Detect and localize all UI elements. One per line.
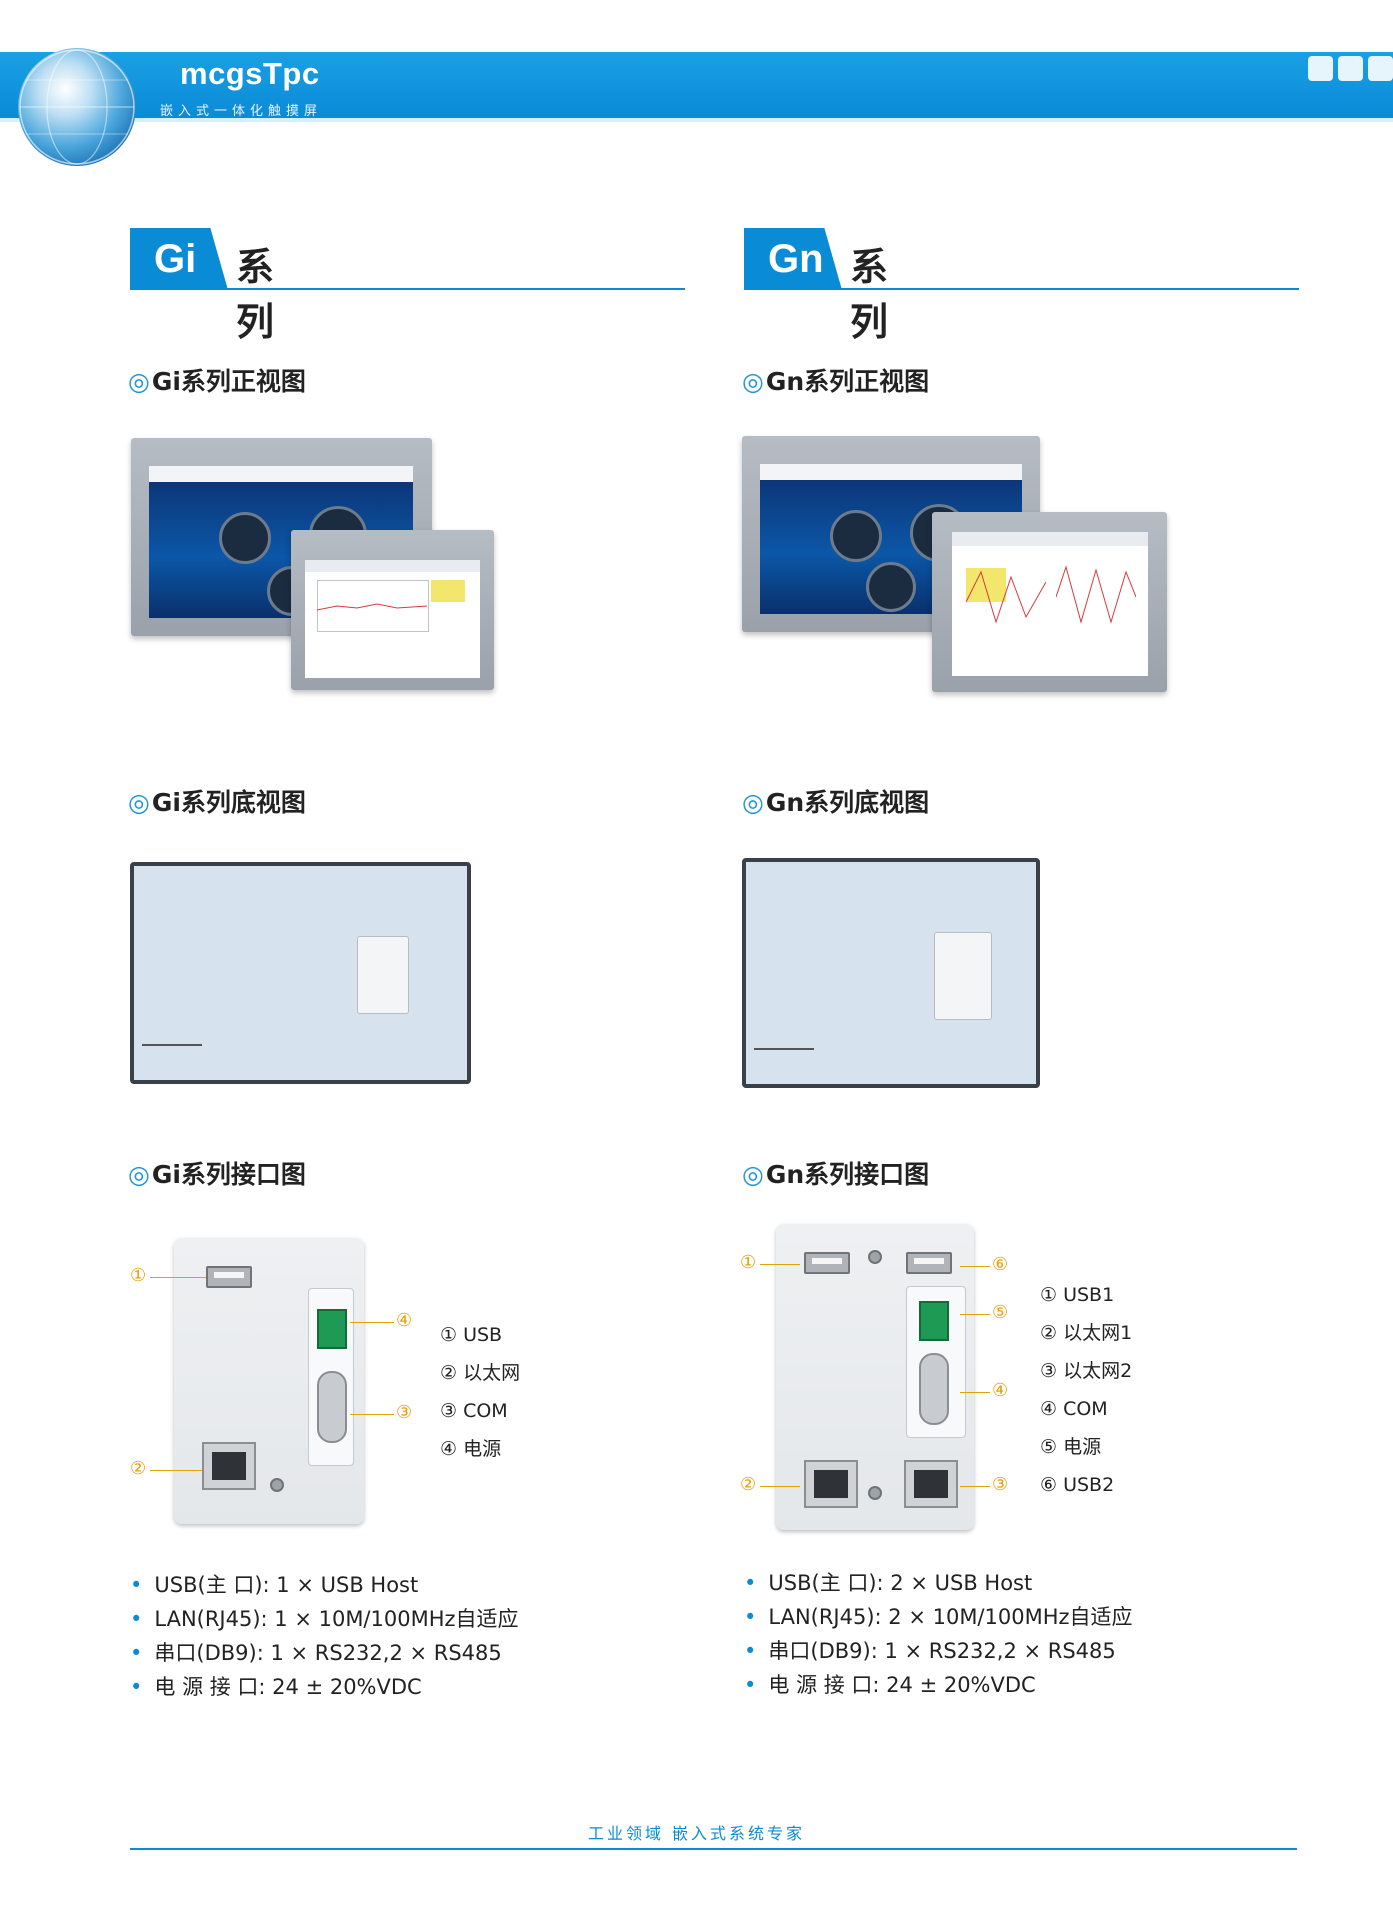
gi-small-screen xyxy=(305,560,480,678)
gi-legend: ① USB ② 以太网 ③ COM ④ 电源 xyxy=(440,1316,520,1468)
legend-item: ③ COM xyxy=(440,1400,508,1422)
gn-side-slot xyxy=(906,1286,966,1438)
ring-bullet-icon: ◎ xyxy=(742,1160,764,1189)
gn-iface-title: ◎Gn系列接口图 xyxy=(742,1160,930,1189)
spec-item: LAN(RJ45): 2 × 10M/100MHz自适应 xyxy=(744,1600,1132,1634)
screw-icon xyxy=(868,1250,882,1264)
gi-small-panel-image xyxy=(291,530,494,690)
screw-icon xyxy=(270,1478,284,1492)
brand-name: mcgsTpc xyxy=(180,56,320,91)
legend-item: ③ 以太网2 xyxy=(1040,1360,1133,1382)
leader-line xyxy=(760,1486,800,1487)
gn-small-screen xyxy=(952,532,1148,676)
gn-small-panel-image xyxy=(932,512,1167,692)
gn-legend: ① USB1 ② 以太网1 ③ 以太网2 ④ COM ⑤ 电源 ⑥ USB2 xyxy=(1040,1276,1132,1504)
gn-callout-1: ① xyxy=(740,1252,757,1273)
gn-back-label xyxy=(754,1048,814,1080)
spec-item: LAN(RJ45): 1 × 10M/100MHz自适应 xyxy=(130,1602,518,1636)
gn-spec-list: USB(主 口): 2 × USB Host LAN(RJ45): 2 × 10… xyxy=(744,1566,1133,1702)
screw-icon xyxy=(868,1486,882,1500)
leader-line xyxy=(760,1264,800,1265)
gn-front-title: ◎Gn系列正视图 xyxy=(742,367,930,396)
gn-back-panel-image xyxy=(742,858,1040,1088)
gi-front-title: ◎Gi系列正视图 xyxy=(128,367,306,396)
legend-item: ④ COM xyxy=(1040,1398,1108,1420)
leader-line xyxy=(960,1392,990,1393)
gi-spec-list: USB(主 口): 1 × USB Host LAN(RJ45): 1 × 10… xyxy=(130,1568,519,1704)
gi-back-module xyxy=(357,936,409,1014)
gn-callout-3: ③ xyxy=(992,1474,1009,1495)
legend-item: ⑥ USB2 xyxy=(1040,1474,1115,1496)
legend-item: ④ 电源 xyxy=(440,1438,502,1460)
gn-bottom-title: ◎Gn系列底视图 xyxy=(742,788,930,817)
leader-line xyxy=(150,1277,206,1278)
header-underline xyxy=(0,118,1393,122)
usb-port-icon xyxy=(206,1266,252,1288)
spec-item: 串口(DB9): 1 × RS232,2 × RS485 xyxy=(130,1636,519,1670)
gn-callout-6: ⑥ xyxy=(992,1254,1009,1275)
gn-callout-5: ⑤ xyxy=(992,1302,1009,1323)
spec-item: 串口(DB9): 1 × RS232,2 × RS485 xyxy=(744,1634,1133,1668)
decor-square xyxy=(1338,56,1363,81)
db9-port-icon xyxy=(919,1353,949,1425)
usb-port-icon xyxy=(804,1252,850,1274)
header-bar xyxy=(0,52,1393,118)
gi-back-label xyxy=(142,1044,202,1076)
rj45-port-icon xyxy=(202,1442,256,1490)
gi-side-slot xyxy=(308,1288,354,1466)
gi-series-underline xyxy=(130,288,685,290)
leader-line xyxy=(960,1314,990,1315)
spec-item: 电 源 接 口: 24 ± 20%VDC xyxy=(744,1668,1133,1702)
legend-item: ① USB xyxy=(440,1324,503,1346)
power-connector-icon xyxy=(317,1309,347,1349)
header-decor xyxy=(1303,56,1393,85)
footer-slogan: 工业领域 嵌入式系统专家 xyxy=(587,1824,806,1843)
rj45-port-icon xyxy=(904,1460,958,1508)
gi-series-tag: Gi xyxy=(130,228,228,290)
gi-callout-4: ④ xyxy=(396,1310,413,1331)
gn-series-underline xyxy=(744,288,1299,290)
spec-item: USB(主 口): 2 × USB Host xyxy=(744,1566,1133,1600)
leader-line xyxy=(350,1414,394,1415)
leader-line xyxy=(960,1486,990,1487)
globe-grid-icon xyxy=(19,49,135,165)
ring-bullet-icon: ◎ xyxy=(128,1160,150,1189)
rj45-port-icon xyxy=(804,1460,858,1508)
gn-callout-2: ② xyxy=(740,1474,757,1495)
brand-subtitle: 嵌入式一体化触摸屏 xyxy=(160,104,323,119)
gi-interface-image xyxy=(174,1238,364,1524)
gi-callout-2: ② xyxy=(130,1458,147,1479)
leader-line xyxy=(960,1266,990,1267)
legend-item: ② 以太网1 xyxy=(1040,1322,1133,1344)
footer-line xyxy=(130,1848,1297,1850)
gn-series-title: 系列 xyxy=(850,245,893,344)
legend-item: ① USB1 xyxy=(1040,1284,1115,1306)
leader-line xyxy=(150,1470,202,1471)
leader-line xyxy=(350,1322,394,1323)
power-connector-icon xyxy=(919,1301,949,1341)
decor-square xyxy=(1368,56,1393,81)
usb-port-icon xyxy=(906,1252,952,1274)
decor-square xyxy=(1308,56,1333,81)
legend-item: ② 以太网 xyxy=(440,1362,521,1384)
db9-port-icon xyxy=(317,1371,347,1443)
ring-bullet-icon: ◎ xyxy=(128,788,150,817)
gi-back-panel-image xyxy=(130,862,471,1084)
gi-callout-1: ① xyxy=(130,1265,147,1286)
ring-bullet-icon: ◎ xyxy=(742,367,764,396)
gi-callout-3: ③ xyxy=(396,1402,413,1423)
ring-bullet-icon: ◎ xyxy=(128,367,150,396)
legend-item: ⑤ 电源 xyxy=(1040,1436,1102,1458)
ring-bullet-icon: ◎ xyxy=(742,788,764,817)
gi-iface-title: ◎Gi系列接口图 xyxy=(128,1160,306,1189)
gn-back-module xyxy=(934,932,992,1020)
spec-item: USB(主 口): 1 × USB Host xyxy=(130,1568,519,1602)
gn-series-tag: Gn xyxy=(744,228,842,290)
gi-bottom-title: ◎Gi系列底视图 xyxy=(128,788,306,817)
gn-interface-image xyxy=(776,1224,974,1530)
gi-series-title: 系列 xyxy=(236,245,279,344)
gn-callout-4: ④ xyxy=(992,1380,1009,1401)
spec-item: 电 源 接 口: 24 ± 20%VDC xyxy=(130,1670,519,1704)
